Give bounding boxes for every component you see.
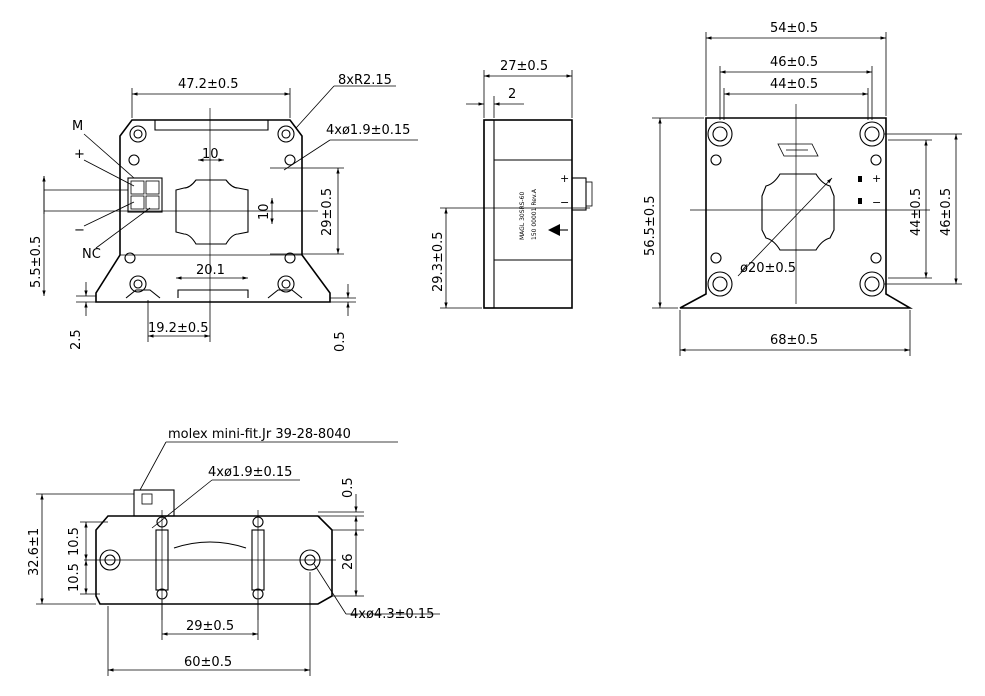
- back-width-1: 54±0.5: [770, 21, 818, 36]
- logo-icon: [777, 143, 819, 157]
- bottom-small-holes-label: 4xø1.9±0.15: [208, 465, 292, 480]
- back-height-left: 56.5±0.5: [643, 195, 658, 256]
- front-cross-cutout: [175, 179, 249, 245]
- front-dim-0-5: 0.5: [333, 331, 348, 352]
- bottom-hole-spacing: 29±0.5: [186, 619, 234, 634]
- back-cross-cutout: [761, 173, 835, 251]
- front-mount-holes-label: 4xø1.9±0.15: [326, 123, 410, 138]
- back-height-r2: 46±0.5: [939, 188, 954, 236]
- bottom-width: 60±0.5: [184, 655, 232, 670]
- front-height-left: 5.5±0.5: [29, 236, 44, 288]
- front-height-right: 29±0.5: [320, 188, 335, 236]
- front-connector: [127, 177, 163, 213]
- front-pin-minus: −: [74, 223, 85, 238]
- back-width-2: 46±0.5: [770, 55, 818, 70]
- front-square-width: 10: [202, 147, 219, 162]
- back-bottom-width: 68±0.5: [770, 333, 818, 348]
- bottom-height-total: 32.6±1: [27, 528, 42, 576]
- front-bottom-width: 19.2±0.5: [148, 321, 209, 336]
- side-flange: 2: [508, 87, 516, 102]
- back-width-3: 44±0.5: [770, 77, 818, 92]
- back-bore: ø20±0.5: [740, 261, 796, 276]
- bottom-height-lower: 10.5: [67, 563, 82, 592]
- side-body: [483, 119, 573, 309]
- arrow-left-icon: [548, 224, 560, 236]
- back-plus: +: [872, 172, 881, 185]
- front-width-top: 47.2±0.5: [178, 77, 239, 92]
- bottom-connector: [133, 489, 175, 517]
- bottom-outline: [95, 515, 333, 605]
- side-label-line2: 150 00001 Rev.A: [531, 188, 538, 240]
- front-view: 47.2±0.5 8xR2.15 4xø1.9±0.15 29±0.5 10 1…: [29, 73, 418, 352]
- side-label-line1: MAGL 30SRS-60: [519, 192, 526, 240]
- front-square-height: 10: [257, 203, 272, 220]
- side-depth: 27±0.5: [500, 59, 548, 74]
- bottom-view: molex mini-fit.Jr 39-28-8040 4xø1.9±0.15…: [27, 427, 440, 676]
- back-height-r1: 44±0.5: [909, 188, 924, 236]
- side-connector: [571, 177, 587, 211]
- side-plus: +: [560, 172, 569, 185]
- front-pin-nc: NC: [82, 247, 101, 262]
- back-view: + − ø20±0.5 54±0.5 46±0.5 44±0.5 56.5±0.…: [643, 21, 962, 356]
- back-minus: −: [872, 196, 881, 209]
- front-corner-holes: [124, 125, 296, 293]
- front-radius-label: 8xR2.15: [338, 73, 392, 88]
- side-view: + − MAGL 30SRS-60 150 00001 Rev.A 27±0.5…: [431, 59, 593, 309]
- side-height: 29.3±0.5: [431, 231, 446, 292]
- bottom-height-right: 26: [341, 553, 356, 570]
- side-minus: −: [560, 196, 569, 209]
- bottom-holes: [99, 516, 321, 600]
- back-outline: [679, 117, 913, 309]
- bottom-connector-label: molex mini-fit.Jr 39-28-8040: [168, 427, 351, 442]
- back-holes: [707, 121, 885, 297]
- front-slot-width: 20.1: [196, 263, 225, 278]
- bottom-big-holes-label: 4xø4.3±0.15: [350, 607, 434, 622]
- front-pin-plus: +: [74, 147, 85, 162]
- front-dim-2-5: 2.5: [69, 329, 84, 350]
- bottom-height-upper: 10.5: [67, 527, 82, 556]
- front-pin-m: M: [72, 119, 83, 134]
- bottom-dim-0-5: 0.5: [341, 477, 356, 498]
